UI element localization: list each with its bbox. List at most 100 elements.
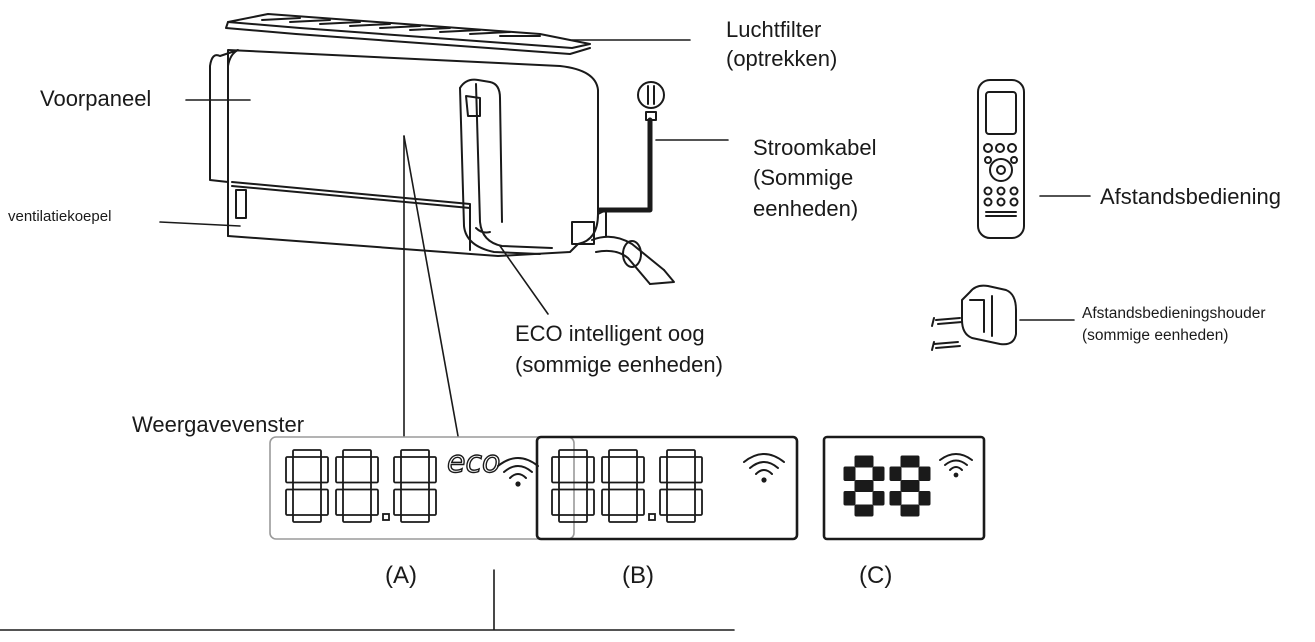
- wifi-icon-b: [743, 453, 785, 483]
- segment-d: [608, 514, 638, 523]
- segment-a: [292, 449, 322, 458]
- segment-g: [666, 481, 696, 491]
- display-panel-a: [269, 436, 575, 540]
- segment-f: [889, 466, 902, 481]
- label-voorpaneel: Voorpaneel: [40, 86, 152, 111]
- segment-d: [342, 514, 372, 523]
- label-weergavevenster: Weergavevenster: [132, 412, 305, 437]
- display-panel-c: [822, 435, 986, 541]
- segment-g: [900, 480, 920, 492]
- air-filter-drawing: [225, 13, 591, 55]
- segment-d: [900, 504, 920, 517]
- label-stroomkabel-line1: Stroomkabel: [753, 135, 877, 160]
- segment-b: [428, 456, 437, 484]
- segment-e: [889, 491, 902, 506]
- wifi-icon-c: [939, 453, 973, 478]
- segment-a: [666, 449, 696, 458]
- segment-d: [292, 514, 322, 523]
- segment-c: [370, 488, 379, 516]
- segment-d: [854, 504, 874, 517]
- segment-a: [558, 449, 588, 458]
- label-stroomkabel-line3: eenheden): [753, 195, 859, 221]
- segment-b: [586, 456, 595, 484]
- label-luchtfilter: Luchtfilter (optrekken): [726, 15, 837, 73]
- power-cable-drawing: [597, 81, 665, 213]
- digit-b-3: [659, 449, 703, 523]
- digit-a-1: [285, 449, 329, 523]
- segment-g: [558, 481, 588, 491]
- segment-e: [393, 488, 402, 516]
- segment-a: [608, 449, 638, 458]
- label-stroomkabel: Stroomkabel (Sommige eenheden): [753, 133, 877, 224]
- label-houder-line1: Afstandsbedieningshouder: [1082, 305, 1266, 322]
- segment-e: [659, 488, 668, 516]
- segment-f: [659, 456, 668, 484]
- segment-c: [872, 491, 885, 506]
- digit-c-2: [889, 455, 931, 517]
- segment-a: [342, 449, 372, 458]
- segment-c: [586, 488, 595, 516]
- segment-f: [335, 456, 344, 484]
- label-luchtfilter-line2: (optrekken): [726, 46, 838, 72]
- label-eco-oog: ECO intelligent oog (sommige eenheden): [515, 318, 723, 380]
- label-ventilatiekoepel: ventilatiekoepel: [8, 208, 112, 225]
- caption-a: (A): [385, 562, 417, 589]
- wifi-icon-a: [497, 457, 539, 487]
- segment-d: [558, 514, 588, 523]
- digit-c-1: [843, 455, 885, 517]
- label-houder-line2: (sommige eenheden): [1082, 326, 1229, 344]
- digit-a-2: [335, 449, 379, 523]
- label-stroomkabel-line2: (Sommige: [753, 165, 854, 191]
- segment-c: [636, 488, 645, 516]
- label-eco-oog-line1: ECO intelligent oog: [515, 321, 705, 346]
- segment-c: [428, 488, 437, 516]
- segment-f: [393, 456, 402, 484]
- segment-g: [854, 480, 874, 492]
- remote-holder-drawing: [931, 284, 1017, 351]
- segment-f: [601, 456, 610, 484]
- segment-f: [551, 456, 560, 484]
- leader-lines: [0, 39, 1091, 631]
- segment-a: [400, 449, 430, 458]
- segment-d: [400, 514, 430, 523]
- segment-b: [694, 456, 703, 484]
- segment-g: [292, 481, 322, 491]
- segment-e: [843, 491, 856, 506]
- segment-e: [335, 488, 344, 516]
- decimal-point-b: [648, 513, 656, 521]
- segment-a: [854, 455, 874, 468]
- caption-c: (C): [859, 562, 893, 589]
- segment-c: [694, 488, 703, 516]
- segment-d: [666, 514, 696, 523]
- segment-c: [918, 491, 931, 506]
- drain-hose-drawing: [591, 235, 675, 285]
- segment-b: [918, 466, 931, 481]
- display-panel-b: [535, 435, 799, 541]
- digit-a-3: [393, 449, 437, 523]
- segment-e: [601, 488, 610, 516]
- segment-b: [872, 466, 885, 481]
- segment-b: [370, 456, 379, 484]
- digit-b-2: [601, 449, 645, 523]
- label-eco-oog-line2: (sommige eenheden): [515, 352, 723, 378]
- remote-control-drawing: [977, 79, 1025, 239]
- segment-g: [608, 481, 638, 491]
- indoor-unit-drawing: [209, 49, 607, 257]
- decimal-point-a: [382, 513, 390, 521]
- segment-g: [400, 481, 430, 491]
- segment-b: [320, 456, 329, 484]
- digit-b-1: [551, 449, 595, 523]
- segment-e: [551, 488, 560, 516]
- segment-b: [636, 456, 645, 484]
- segment-f: [843, 466, 856, 481]
- segment-c: [320, 488, 329, 516]
- label-houder: Afstandsbedieningshouder (sommige eenhed…: [1082, 303, 1266, 346]
- segment-digits: [285, 449, 931, 523]
- label-luchtfilter-line1: Luchtfilter: [726, 17, 822, 42]
- segment-g: [342, 481, 372, 491]
- segment-f: [285, 456, 294, 484]
- segment-a: [900, 455, 920, 468]
- segment-e: [285, 488, 294, 516]
- label-afstandsbediening: Afstandsbediening: [1100, 184, 1282, 209]
